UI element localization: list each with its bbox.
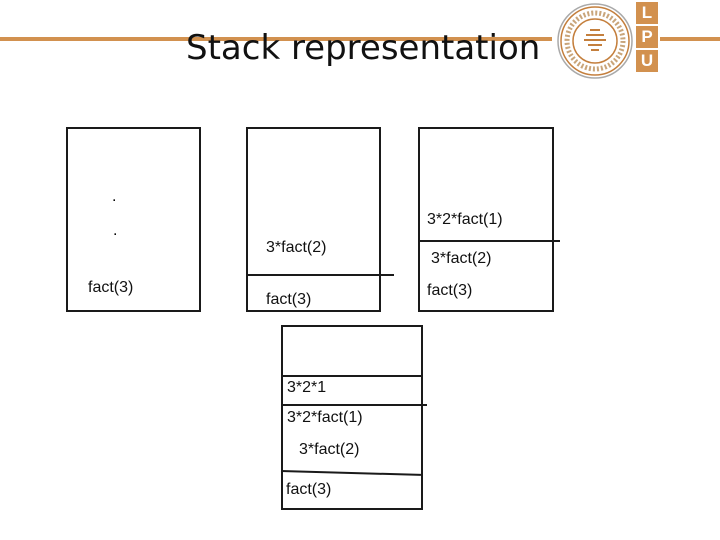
stack-box-3: 3*2*fact(1) 3*fact(2) fact(3) bbox=[418, 127, 554, 312]
page-title: Stack representation bbox=[186, 28, 541, 68]
stack-box-1: . . fact(3) bbox=[66, 127, 201, 312]
stack-frame: fact(3) bbox=[286, 481, 332, 498]
header-rule-right bbox=[660, 37, 720, 41]
ellipsis-dot: . bbox=[112, 188, 117, 205]
stack-frame: 3*2*fact(1) bbox=[287, 409, 363, 426]
stack-frame: fact(3) bbox=[88, 279, 134, 296]
stack-divider bbox=[246, 274, 394, 276]
stack-frame: 3*fact(2) bbox=[431, 250, 492, 267]
logo-letter: P bbox=[636, 26, 658, 48]
stack-divider bbox=[281, 375, 421, 377]
stack-frame: 3*fact(2) bbox=[299, 441, 360, 458]
stack-frame: 3*fact(2) bbox=[266, 239, 327, 256]
stack-frame: 3*2*fact(1) bbox=[427, 211, 503, 228]
logo-letter: U bbox=[636, 50, 658, 72]
stack-frame: 3*2*1 bbox=[287, 379, 327, 396]
stack-divider bbox=[281, 404, 427, 406]
university-seal-logo bbox=[557, 3, 633, 79]
ellipsis-dot: . bbox=[113, 222, 118, 239]
stack-divider bbox=[418, 240, 560, 242]
stack-frame: fact(3) bbox=[427, 282, 473, 299]
header-rule-left bbox=[0, 37, 552, 41]
stack-frame: fact(3) bbox=[266, 291, 312, 308]
lpu-logo: L P U bbox=[636, 2, 658, 74]
stack-box-2: 3*fact(2) fact(3) bbox=[246, 127, 381, 312]
logo-letter: L bbox=[636, 2, 658, 24]
stack-box-4: 3*2*1 3*2*fact(1) 3*fact(2) fact(3) bbox=[281, 325, 423, 510]
